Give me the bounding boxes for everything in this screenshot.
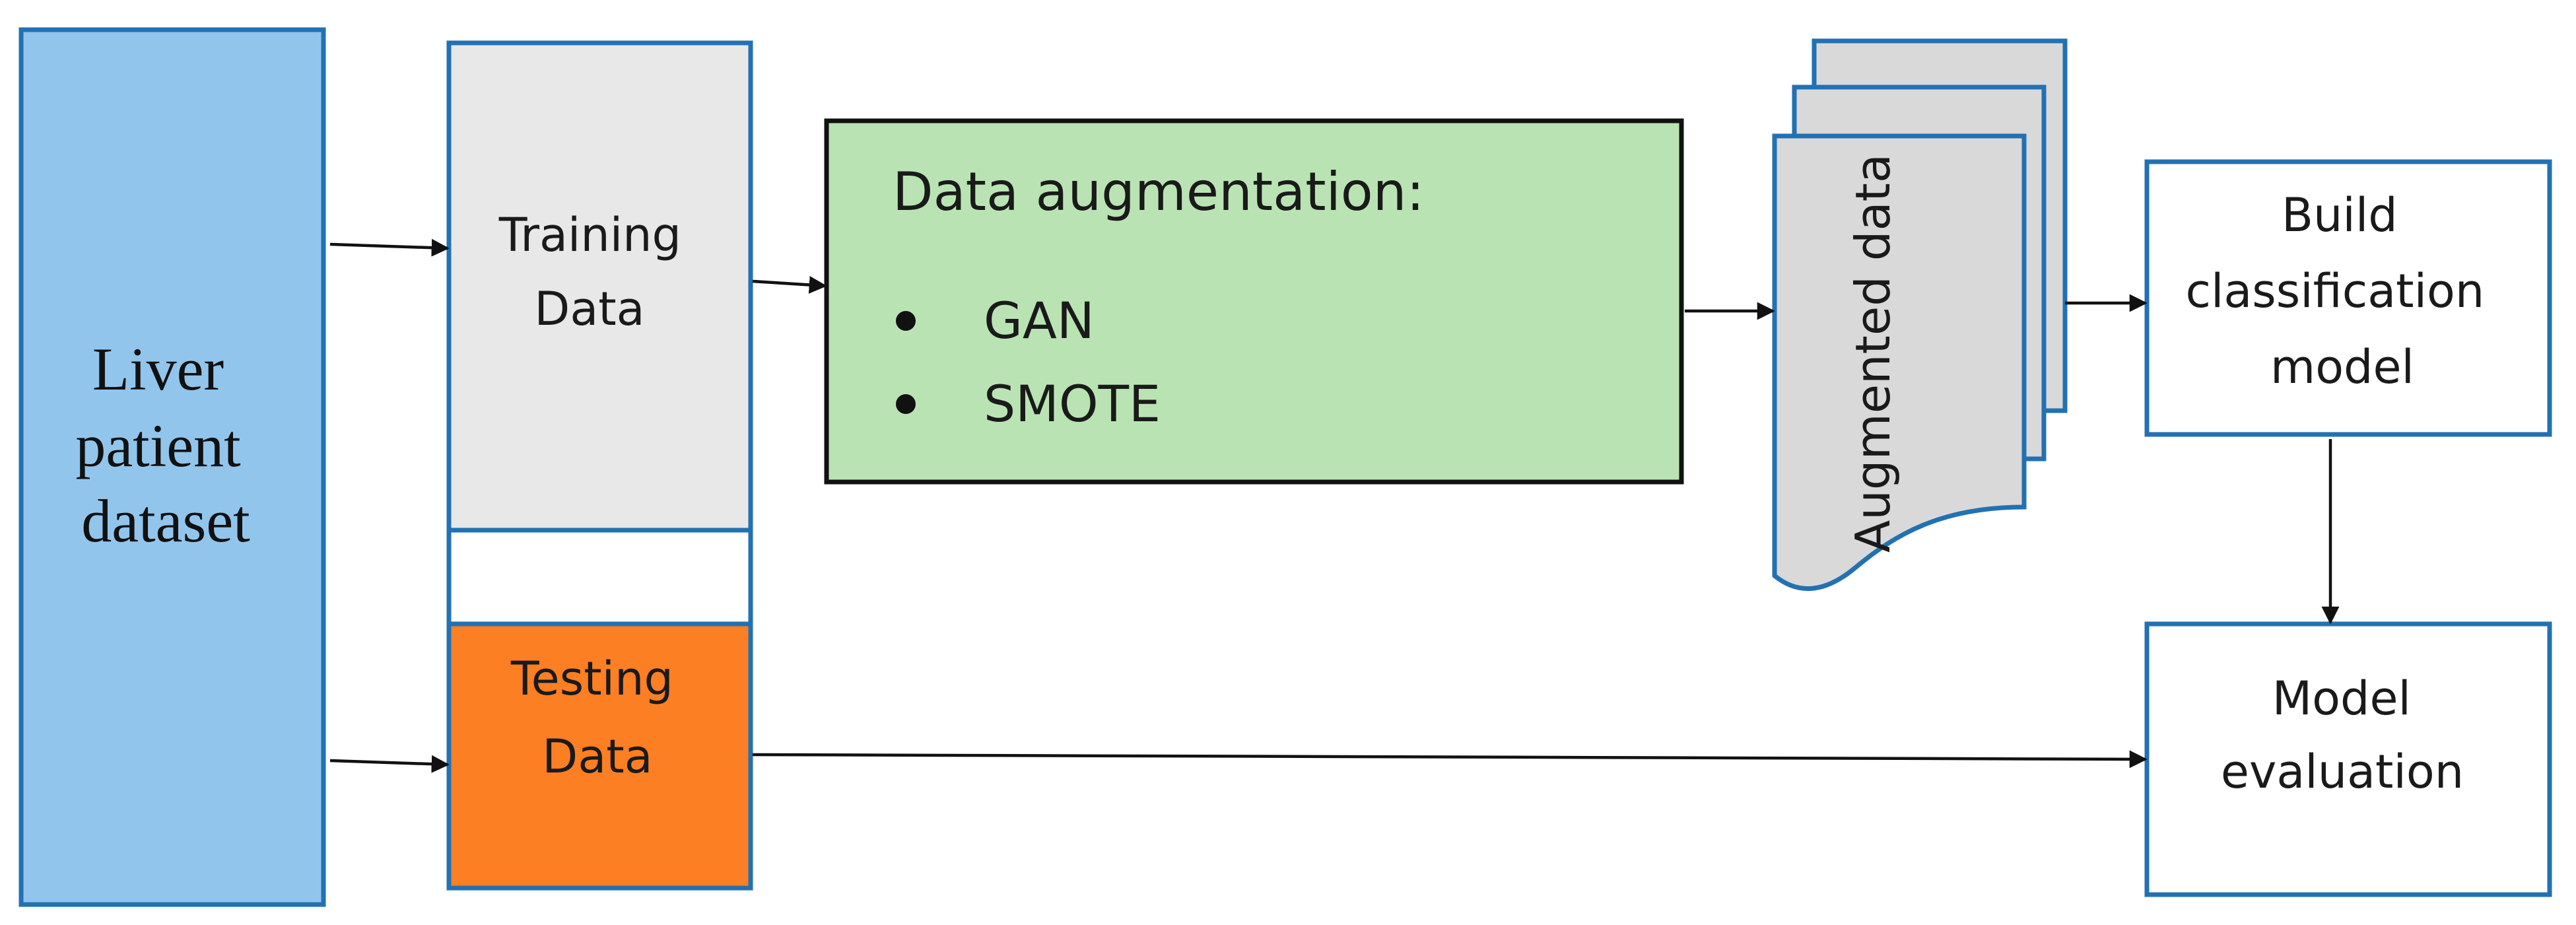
training-label-line1: Training — [498, 208, 681, 262]
training-label-line2: Data — [534, 282, 644, 336]
bullet-smote — [896, 394, 916, 414]
model-evaluation-label: Model evaluation — [2221, 671, 2464, 799]
augmentation-title: Data augmentation: — [893, 161, 1424, 223]
dataset-label-line2: patient — [75, 412, 241, 479]
dataset-label: Liver patient dataset — [75, 335, 255, 555]
testing-label: Testing Data — [510, 652, 688, 784]
build-model-block: Build classification model — [2144, 159, 2552, 437]
augmentation-block: Data augmentation: GAN SMOTE — [824, 118, 1684, 485]
dataset-label-line1: Liver — [92, 335, 224, 403]
arrow-training-to-augmentation — [752, 275, 827, 294]
augmented-data-label: Augmented data — [1845, 154, 1901, 553]
testing-label-line1: Testing — [510, 652, 673, 706]
dataset-box — [18, 27, 326, 907]
split-gap-box — [446, 528, 753, 627]
augmentation-item-gan: GAN — [984, 291, 1095, 350]
augmented-doc-front — [1772, 133, 2027, 592]
connector-arrows — [329, 238, 2340, 773]
bullet-gan — [896, 311, 916, 331]
build-model-label-line3: model — [2270, 340, 2414, 394]
dataset-label-line3: dataset — [81, 487, 250, 555]
build-model-box — [2144, 159, 2552, 437]
build-model-label-line1: Build — [2282, 188, 2398, 242]
training-label: Training Data — [498, 208, 696, 336]
arrow-dataset-to-training — [329, 238, 450, 257]
arrow-testing-to-evaluation — [752, 750, 2148, 769]
model-evaluation-label-line2: evaluation — [2221, 745, 2464, 799]
model-evaluation-label-line1: Model — [2272, 671, 2411, 726]
build-model-label-line2: classification — [2185, 264, 2484, 318]
augmentation-item-smote: SMOTE — [984, 374, 1161, 433]
split-block: Training Data Testing Data — [446, 40, 753, 891]
dataset-block: Liver patient dataset — [18, 27, 326, 907]
testing-label-line2: Data — [542, 730, 652, 784]
arrow-dataset-to-testing — [329, 755, 450, 773]
augmented-data-stack: Augmented data — [1772, 38, 2068, 592]
model-evaluation-block: Model evaluation — [2144, 621, 2552, 897]
build-model-label: Build classification model — [2185, 188, 2499, 394]
model-evaluation-box — [2144, 621, 2552, 897]
testing-box — [446, 621, 753, 891]
augmentation-box — [824, 118, 1684, 485]
training-box — [446, 40, 753, 533]
